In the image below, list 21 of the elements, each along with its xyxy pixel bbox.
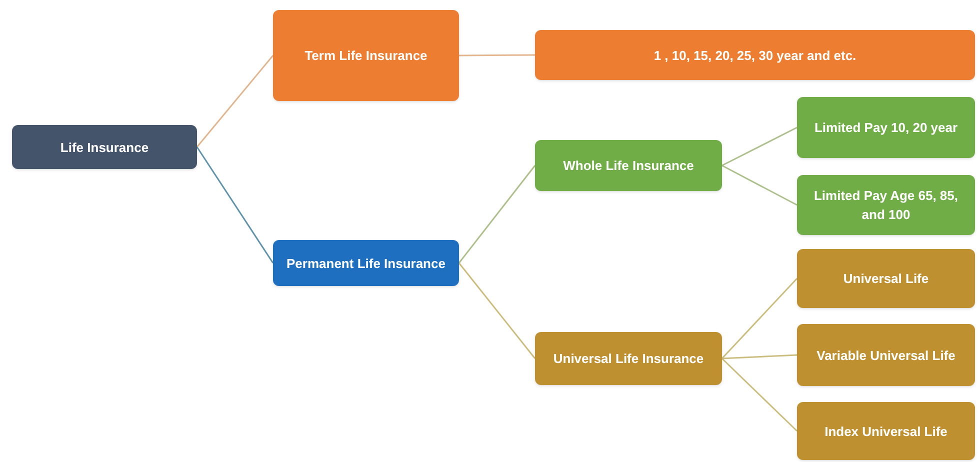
category-box: Permanent Life Insurance	[273, 240, 459, 286]
connector-line	[196, 55, 274, 148]
category-box: Variable Universal Life	[797, 324, 975, 386]
connector-line	[722, 354, 798, 360]
connector-line	[722, 164, 798, 206]
category-box: Universal Life	[797, 249, 975, 308]
connector-line	[458, 262, 536, 359]
connector-line	[722, 126, 798, 166]
category-box: Limited Pay 10, 20 year	[797, 97, 975, 158]
connector-line	[196, 146, 274, 264]
category-box: Limited Pay Age 65, 85, and 100	[797, 175, 975, 235]
category-box: Universal Life Insurance	[535, 332, 722, 385]
category-box: Life Insurance	[12, 125, 197, 169]
connector-line	[459, 54, 535, 56]
category-box: Term Life Insurance	[273, 10, 459, 101]
category-box: Whole Life Insurance	[535, 140, 722, 191]
connector-line	[458, 165, 536, 264]
category-box: 1 , 10, 15, 20, 25, 30 year and etc.	[535, 30, 975, 80]
connector-line	[721, 278, 798, 360]
category-box: Index Universal Life	[797, 402, 975, 460]
connector-line	[721, 358, 798, 432]
